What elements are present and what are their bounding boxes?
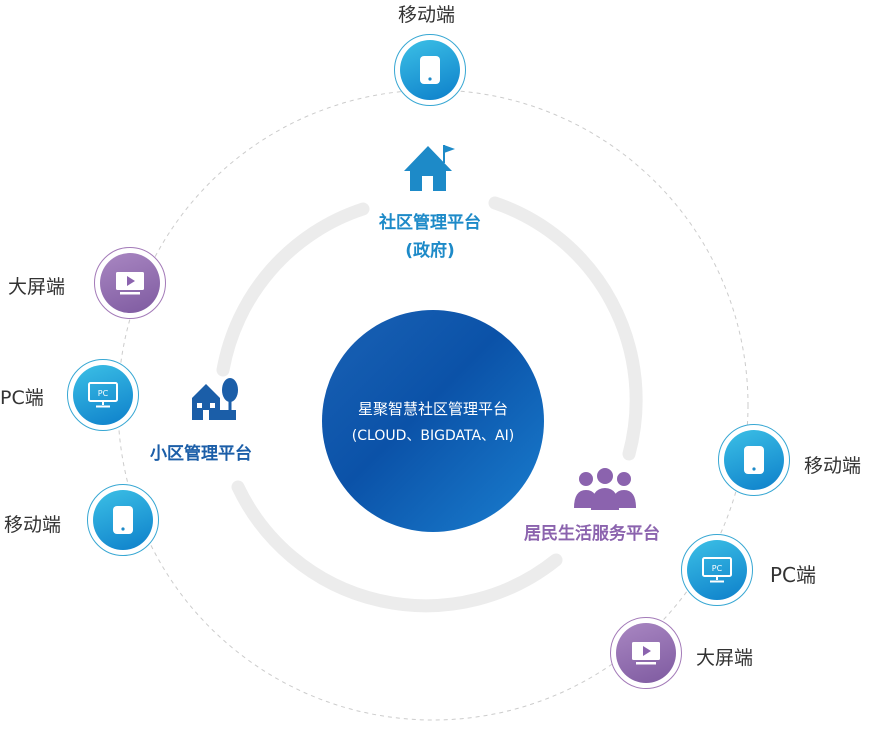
right-mobile-node[interactable] (718, 424, 790, 496)
core-platform-circle: 星聚智慧社区管理平台 (CLOUD、BIGDATA、AI) (322, 310, 544, 532)
right-bigscreen-node[interactable] (610, 617, 682, 689)
big-screen-icon (632, 642, 660, 665)
building-tree-icon (192, 378, 238, 420)
mobile-phone-icon (113, 506, 133, 534)
pc-monitor-icon: PC (88, 382, 118, 408)
pc-badge-text: PC (98, 389, 109, 398)
house-flag-icon (404, 145, 455, 191)
core-platform-title: 星聚智慧社区管理平台 (357, 399, 508, 418)
right-pc-label: PC端 (770, 563, 817, 587)
mobile-phone-icon (744, 446, 764, 474)
people-group-icon (574, 468, 636, 510)
resident-platform-label: 居民生活服务平台 (524, 524, 660, 544)
top-mobile-label: 移动端 (398, 4, 456, 26)
left-mobile-label: 移动端 (4, 514, 62, 536)
community-platform-sub: (政府) (405, 241, 455, 261)
right-mobile-label: 移动端 (804, 455, 862, 477)
left-pc-node[interactable]: PC (67, 359, 139, 431)
pc-badge-text: PC (712, 564, 723, 573)
mobile-phone-icon (420, 56, 440, 84)
left-mobile-node[interactable] (87, 484, 159, 556)
core-platform-subtitle: (CLOUD、BIGDATA、AI) (351, 427, 515, 444)
big-screen-icon (116, 272, 144, 295)
inner-ring-arc-left (216, 202, 370, 377)
top-mobile-node[interactable] (394, 34, 466, 106)
right-bigscreen-label: 大屏端 (696, 647, 754, 669)
inner-ring-arc-bottom (231, 480, 563, 613)
pc-monitor-icon: PC (702, 557, 732, 583)
community-platform-label: 社区管理平台 (379, 213, 481, 233)
estate-platform-label: 小区管理平台 (150, 444, 252, 464)
inner-ring-arc-right (488, 196, 643, 461)
left-bigscreen-label: 大屏端 (8, 276, 66, 298)
right-pc-node[interactable]: PC (681, 534, 753, 606)
left-pc-label: PC端 (0, 387, 44, 409)
left-bigscreen-node[interactable] (94, 247, 166, 319)
